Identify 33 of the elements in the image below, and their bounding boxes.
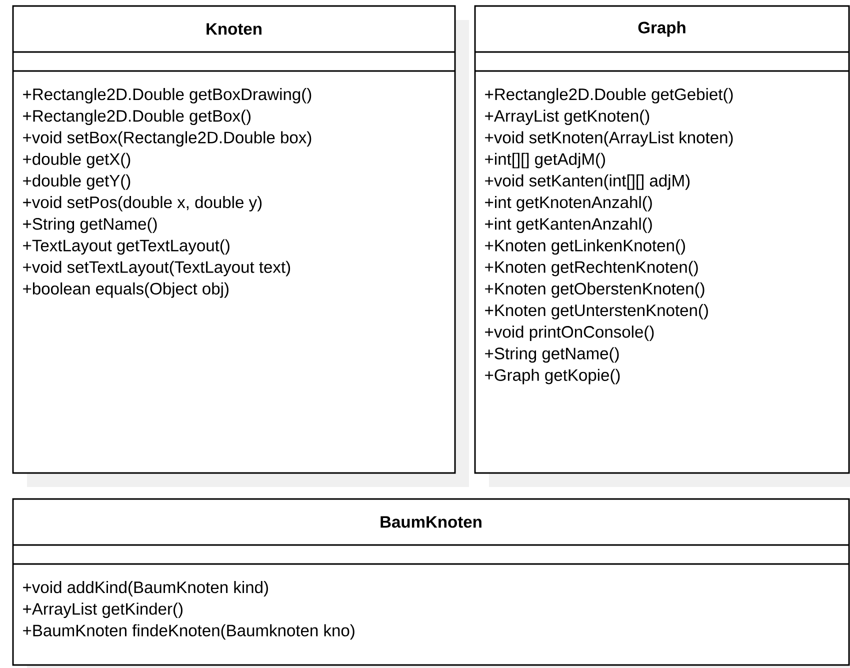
method-text: +double getY() <box>23 174 130 190</box>
method-text: +boolean equals(Object obj) <box>23 282 228 298</box>
method-text: +Knoten getRechtenKnoten() <box>485 260 698 276</box>
method-text: +int getKantenAnzahl() <box>485 218 652 234</box>
method-text: +Knoten getUnterstenKnoten() <box>485 304 708 320</box>
method-text: +ArrayList getKnoten() <box>485 110 650 126</box>
method-text: +Rectangle2D.Double getBoxDrawing() <box>23 88 312 104</box>
class-box <box>474 5 850 487</box>
method-text: +void setPos(double x, double y) <box>23 196 262 212</box>
method-text: +String getName() <box>485 347 619 363</box>
method-text: +ArrayList getKinder() <box>23 602 182 618</box>
method-text: +BaumKnoten findeKnoten(Baumknoten kno) <box>23 624 354 640</box>
method-text: +Knoten getOberstenKnoten() <box>485 282 704 298</box>
method-text: +int getKnotenAnzahl() <box>485 196 652 212</box>
class-name: Knoten <box>206 23 262 35</box>
class-name: Graph <box>638 21 686 37</box>
method-text: +void setTextLayout(TextLayout text) <box>23 260 290 276</box>
class-name: BaumKnoten <box>380 516 482 528</box>
method-text: +void setKanten(int[][] adjM) <box>485 174 690 190</box>
method-text: +double getX() <box>23 152 130 168</box>
method-text: +Graph getKopie() <box>485 368 620 384</box>
method-text: +void printOnConsole() <box>485 326 654 342</box>
method-text: +TextLayout getTextLayout() <box>23 239 230 255</box>
method-text: +void addKind(BaumKnoten kind) <box>23 581 268 596</box>
method-text: +String getName() <box>23 218 157 234</box>
method-text: +void setKnoten(ArrayList knoten) <box>485 131 733 147</box>
method-text: +int[][] getAdjM() <box>485 152 605 168</box>
class-box <box>12 5 469 487</box>
method-text: +Knoten getLinkenKnoten() <box>485 239 685 255</box>
method-text: +void setBox(Rectangle2D.Double box) <box>23 131 312 147</box>
method-text: +Rectangle2D.Double getGebiet() <box>485 88 733 104</box>
method-text: +Rectangle2D.Double getBox() <box>23 110 250 126</box>
class-box <box>12 498 850 668</box>
